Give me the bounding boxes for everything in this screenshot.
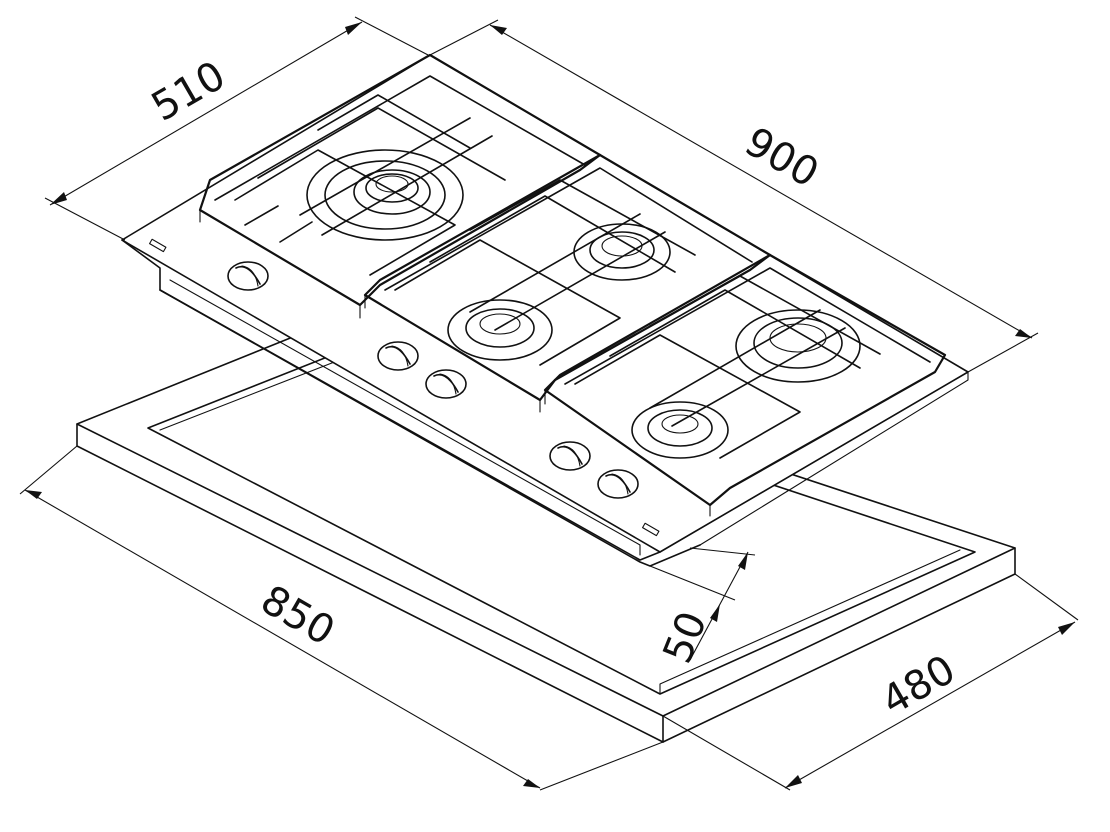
dimension-label-50: 50 <box>655 605 717 669</box>
dimension-label-480: 480 <box>874 647 963 725</box>
pan-supports <box>198 53 947 517</box>
grate-left <box>198 53 602 319</box>
control-knobs <box>227 261 639 499</box>
burner-icon <box>631 401 729 459</box>
dimension-line-900 <box>489 24 1033 339</box>
arrowheads <box>25 22 1075 788</box>
grate-right <box>543 253 947 517</box>
dimension-line-850 <box>24 489 541 789</box>
burner-icon <box>447 299 553 361</box>
dimension-line-480 <box>784 621 1076 789</box>
grate-middle <box>363 153 772 413</box>
dimension-label-900: 900 <box>737 119 826 197</box>
dimension-line-510 <box>49 21 363 206</box>
burner-icon <box>306 149 464 241</box>
countertop-frame <box>76 321 1016 743</box>
knob-icon <box>549 441 591 471</box>
knob-icon <box>597 469 639 499</box>
dimension-label-510: 510 <box>144 53 233 131</box>
hob-body <box>121 54 969 567</box>
knob-icon <box>425 369 467 399</box>
dimension-label-850: 850 <box>253 577 342 655</box>
knob-icon <box>227 261 269 291</box>
knob-icon <box>377 341 419 371</box>
dimension-lines <box>19 16 1079 791</box>
